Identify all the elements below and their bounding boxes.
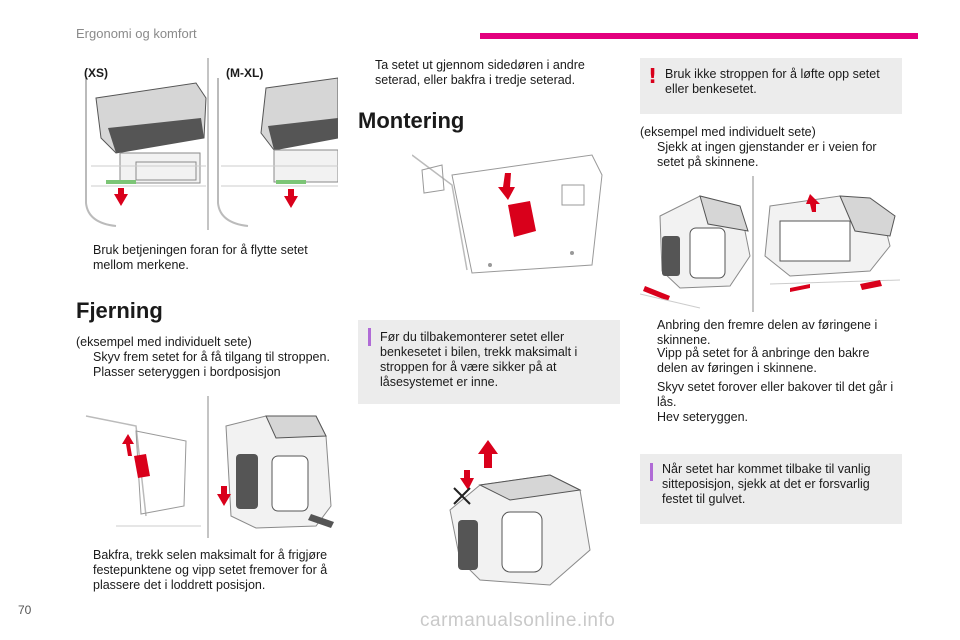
- bullet-text: Sjekk at ingen gjenstander er i veien fo…: [657, 140, 877, 169]
- section-title: Ergonomi og komfort: [76, 26, 197, 41]
- heading-fjerning: Fjerning: [76, 298, 163, 323]
- col3-bullet-4: Skyv setet forover eller bakover til det…: [640, 380, 902, 410]
- label-mxl: (M-XL): [226, 66, 264, 80]
- seat-guide-illustration: [640, 176, 902, 312]
- bullet-text: Skyv frem setet for å få tilgang til str…: [93, 350, 330, 364]
- col1-bullet-3: Plasser seteryggen i bordposisjon: [76, 365, 338, 380]
- strap-panel: [85, 415, 201, 527]
- col3-bullet-5: Hev seteryggen.: [640, 410, 902, 425]
- col3-bullet-1: Sjekk at ingen gjenstander er i veien fo…: [640, 140, 902, 170]
- bullet-text: Hev seteryggen.: [657, 410, 749, 424]
- info-marker: [368, 328, 371, 346]
- seat-adjust-illustration: [76, 58, 338, 230]
- bullet-symbol: [640, 380, 657, 410]
- bullet-symbol: [76, 350, 93, 365]
- warning-icon: !: [648, 64, 658, 88]
- bullet-text: Bruk betjeningen foran for å flytte sete…: [93, 243, 308, 272]
- info-text: Når setet har kommet tilbake til vanlig …: [662, 462, 871, 506]
- info-box-montering: Før du tilbakemonterer setet eller benke…: [358, 320, 620, 404]
- folded-seat-panel: [217, 415, 334, 529]
- col1-bullet-1: Bruk betjeningen foran for å flytte sete…: [76, 243, 338, 273]
- bullet-text: Skyv setet forover eller bakover til det…: [657, 380, 894, 409]
- seat-reinstall-illustration: [440, 430, 600, 590]
- bullet-text: Bakfra, trekk selen maksimalt for å frig…: [93, 548, 328, 592]
- bullet-symbol: [640, 410, 657, 425]
- guide-right-panel: [764, 194, 901, 292]
- warning-box: ! Bruk ikke stroppen for å løfte opp set…: [640, 58, 902, 114]
- col1-bullet-2: Skyv frem setet for å få tilgang til str…: [76, 350, 338, 365]
- heading-montering: Montering: [358, 108, 465, 133]
- bullet-symbol: [76, 243, 93, 273]
- page-number: 70: [18, 603, 32, 617]
- bullet-text: Vipp på setet for å anbringe den bakre d…: [657, 346, 870, 375]
- col3-bullet-3: Vipp på setet for å anbringe den bakre d…: [640, 346, 902, 376]
- col1-intro: (eksempel med individuelt sete): [76, 335, 252, 349]
- col3-bullet-2: Anbring den fremre delen av føringene i …: [640, 318, 902, 348]
- guide-left-panel: [640, 195, 751, 309]
- warning-text: Bruk ikke stroppen for å løfte opp setet…: [665, 67, 880, 96]
- bullet-symbol: [640, 140, 657, 170]
- info-box-after: Når setet har kommet tilbake til vanlig …: [640, 454, 902, 524]
- col1-bullet-4: Bakfra, trekk selen maksimalt for å frig…: [76, 548, 338, 593]
- header-accent-bar: [480, 33, 918, 39]
- seat-removal-illustration: [76, 396, 338, 538]
- bullet-symbol: [640, 346, 657, 376]
- col3-intro: (eksempel med individuelt sete): [640, 125, 816, 139]
- mxl-panel: [217, 77, 338, 227]
- bullet-symbol: [358, 58, 375, 88]
- col2-bullet-1: Ta setet ut gjennom sidedøren i andre se…: [358, 58, 620, 88]
- info-marker: [650, 463, 653, 481]
- info-text: Før du tilbakemonterer setet eller benke…: [380, 330, 578, 389]
- bullet-text: Plasser seteryggen i bordposisjon: [93, 365, 281, 379]
- bullet-text: Anbring den fremre delen av føringene i …: [657, 318, 878, 347]
- watermark: carmanualsonline.info: [420, 610, 616, 631]
- strap-lock-illustration: [412, 145, 620, 285]
- bullet-text: Ta setet ut gjennom sidedøren i andre se…: [375, 58, 585, 87]
- bullet-symbol: [76, 548, 93, 593]
- label-xs: (XS): [84, 66, 108, 80]
- bullet-symbol: [76, 365, 93, 380]
- bullet-symbol: [640, 318, 657, 348]
- xs-panel: [85, 78, 207, 227]
